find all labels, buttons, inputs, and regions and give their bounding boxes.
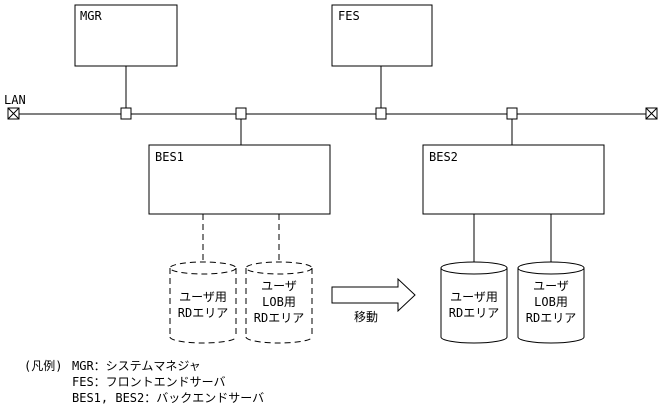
bes1-user-area-line2: RDエリア [178, 306, 228, 320]
bes1-user-area-line1: ユーザ用 [179, 290, 227, 304]
bes1-user-rd-area-cylinder [169, 261, 237, 344]
bes1-lob-area-line1: ユーザ [261, 279, 297, 293]
fes-server-box [331, 4, 433, 120]
bes2-user-area-line1: ユーザ用 [450, 290, 498, 304]
bes2-area-connectors [473, 214, 552, 263]
mgr-server-box [74, 4, 178, 120]
legend-heading: (凡例) [24, 359, 62, 373]
legend: (凡例) MGR：システムマネジャ FES：フロントエンドサーバ BES1, B… [24, 359, 264, 405]
mgr-label: MGR [80, 9, 102, 23]
bes2-lob-area-line3: RDエリア [526, 311, 576, 325]
lan-terminator-right [645, 107, 658, 120]
lan-terminator-left [7, 107, 20, 120]
legend-item-fes: FES：フロントエンドサーバ [72, 375, 226, 389]
bes2-user-rd-area-cylinder [440, 261, 508, 344]
bes1-label: BES1 [155, 150, 184, 164]
bes2-lob-rd-area-cylinder [517, 261, 585, 344]
bes2-lan-node [506, 107, 518, 120]
lan-label: LAN [4, 93, 26, 107]
fes-label: FES [338, 9, 360, 23]
bes1-server-box [148, 107, 331, 215]
bes2-label: BES2 [429, 150, 458, 164]
bes2-server-box [422, 107, 605, 215]
bes1-lob-rd-area-cylinder [245, 261, 313, 344]
legend-item-bes: BES1, BES2：バックエンドサーバ [72, 391, 264, 405]
legend-item-mgr: MGR：システムマネジャ [72, 359, 201, 373]
mgr-lan-node [120, 107, 132, 120]
bes1-lob-area-line3: RDエリア [254, 311, 304, 325]
bes2-lob-area-line2: LOB用 [534, 295, 568, 309]
bes1-area-connectors [202, 214, 280, 263]
fes-lan-node [375, 107, 387, 120]
move-arrow-label: 移動 [354, 310, 378, 324]
bes1-lob-area-line2: LOB用 [262, 295, 296, 309]
bes1-lan-node [235, 107, 247, 120]
bes2-user-area-line2: RDエリア [449, 306, 499, 320]
bes2-lob-area-line1: ユーザ [533, 279, 569, 293]
move-arrow [331, 277, 416, 313]
